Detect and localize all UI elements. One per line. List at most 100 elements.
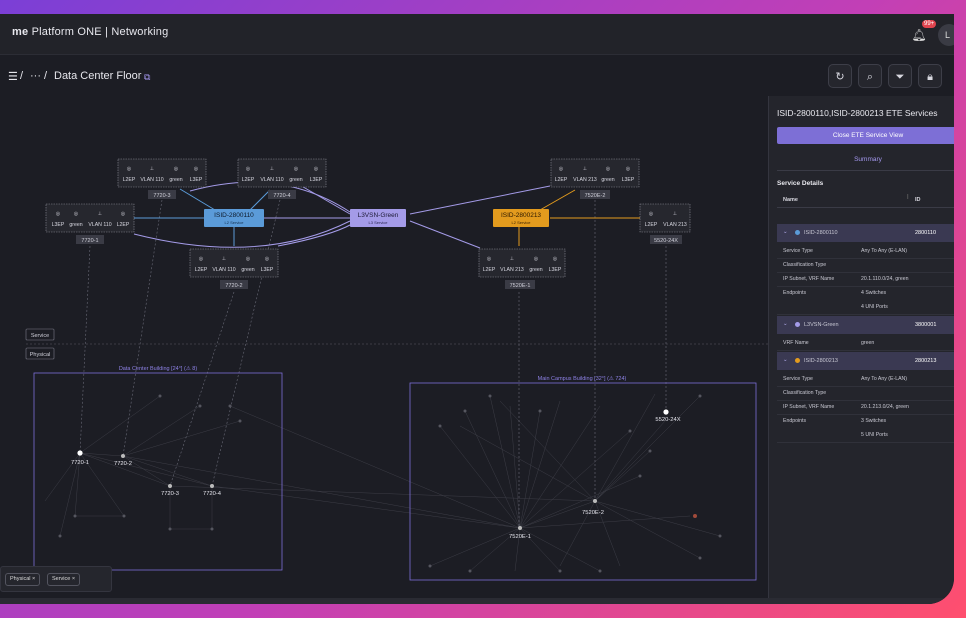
ete-services-panel: ISID-2800110,ISID-2800213 ETE Services C… [768, 96, 954, 604]
refresh-icon[interactable]: ↻ [828, 64, 852, 88]
tab-summary[interactable]: Summary [777, 150, 954, 171]
faint-node [488, 394, 492, 398]
service-node-isid-2800110[interactable] [204, 209, 264, 227]
endpoint-label: L2EP [242, 177, 255, 183]
switch-endpoint-group-5520-24x[interactable] [639, 203, 691, 233]
faint-node [198, 404, 202, 408]
endpoint-label: green [601, 177, 614, 183]
switch-endpoint-group-7520e-2[interactable] [550, 158, 640, 188]
faint-node [238, 419, 242, 423]
physical-layer-label: Physical [30, 352, 50, 358]
endpoint-icon: ⊥ [222, 256, 227, 262]
service-group-isid-2800110[interactable]: ⌄ ISID-2800110 2800110 [777, 224, 954, 242]
physical-node[interactable] [663, 409, 669, 415]
filter-icon[interactable]: ⏷ [888, 64, 912, 88]
physical-node[interactable] [121, 454, 125, 458]
filter-chip-service[interactable]: Service × [47, 573, 81, 586]
lock-icon[interactable]: 🔒︎ [918, 64, 942, 88]
search-icon[interactable]: ⌕ [858, 64, 882, 88]
endpoint-icon: ◎ [559, 166, 564, 172]
faint-node [228, 404, 232, 408]
endpoint-label: VLAN 110 [260, 177, 283, 183]
faint-node [698, 556, 702, 560]
service-color-dot [795, 358, 800, 363]
close-icon[interactable]: × [71, 576, 76, 582]
endpoint-label: green [69, 222, 82, 228]
switch-tag [220, 280, 248, 289]
switch-endpoint-group-7720-3[interactable] [117, 158, 207, 188]
physical-layer-tag[interactable] [25, 347, 55, 360]
switch-tag-label: 7720-1 [81, 238, 98, 244]
main-building-box[interactable] [409, 382, 757, 581]
filter-bar: Physical × Service × [0, 566, 112, 592]
physical-node-label: 7520E-1 [509, 534, 531, 540]
faint-node [463, 409, 467, 413]
close-ete-service-view-button[interactable]: Close ETE Service View [777, 127, 954, 144]
faint-node [468, 569, 472, 573]
endpoint-icon: ◎ [199, 256, 204, 262]
faint-node [122, 514, 126, 518]
faint-node [598, 569, 602, 573]
physical-node-label: 5520-24X [655, 417, 680, 423]
chevron-down-icon[interactable]: ⌄ [783, 321, 788, 327]
close-icon[interactable]: × [32, 576, 36, 582]
endpoint-label: L2EP [195, 267, 208, 273]
avatar[interactable]: L [938, 24, 954, 46]
endpoint-icon: ◎ [194, 166, 199, 172]
group-name: ISID-2800213 [804, 358, 838, 364]
endpoint-icon: ◎ [246, 256, 251, 262]
endpoint-label: L3EP [310, 177, 323, 183]
physical-node[interactable] [168, 484, 172, 488]
physical-node-label: 7720-2 [114, 461, 132, 467]
service-node-l3vsn-green[interactable] [350, 209, 406, 227]
physical-node-label: 7720-1 [71, 460, 89, 466]
switch-endpoint-group-7720-2[interactable] [189, 248, 279, 278]
horizontal-scrollbar[interactable] [0, 598, 954, 604]
switch-endpoint-group-7520e-1[interactable] [478, 248, 566, 278]
col-name: Name [783, 197, 798, 203]
menu-icon[interactable]: ☰ [8, 71, 18, 83]
service-group-isid-2800213[interactable]: ⌄ ISID-2800213 2800213 [777, 352, 954, 370]
breadcrumb: ☰ / ··· / Data Center Floor ⧉ [0, 54, 954, 96]
switch-tag-label: 7520E-2 [585, 193, 606, 199]
notification-badge: 99+ [922, 20, 937, 28]
faint-node [698, 394, 702, 398]
filter-chip-physical[interactable]: Physical × [5, 573, 41, 586]
physical-node[interactable] [593, 499, 597, 503]
endpoint-label: L3EP [190, 177, 203, 183]
physical-node-label: 7520E-2 [582, 510, 604, 516]
alarm-node [693, 514, 697, 518]
detail-row: Classification Type [777, 258, 954, 273]
switch-tag-label: 7520E-1 [510, 283, 531, 289]
switch-tag [148, 190, 176, 199]
col-id: ID [915, 197, 921, 203]
endpoint-label: L3EP [261, 267, 274, 273]
chevron-down-icon[interactable]: ⌄ [783, 229, 788, 235]
group-id: 2800213 [915, 358, 937, 364]
endpoint-icon: ◎ [626, 166, 631, 172]
faint-node [438, 424, 442, 428]
physical-node[interactable] [518, 526, 522, 530]
table-header: Name | ID [777, 193, 954, 208]
service-layer-tag[interactable] [25, 328, 55, 341]
bell-icon[interactable]: 🔔︎ [911, 28, 927, 42]
chevron-down-icon[interactable]: ⌄ [783, 357, 788, 363]
breadcrumb-ellipsis[interactable]: ··· [30, 70, 41, 82]
service-type: L2 Service [225, 220, 245, 225]
dc-building-box[interactable] [33, 372, 283, 571]
group-name: L3VSN-Green [804, 322, 839, 328]
switch-endpoint-group-7720-4[interactable] [237, 158, 327, 188]
topology-canvas[interactable]: Service Physical Data Center Building [2… [0, 96, 770, 604]
physical-node[interactable] [77, 450, 83, 456]
endpoint-icon: ◎ [314, 166, 319, 172]
physical-node[interactable] [210, 484, 214, 488]
endpoint-icon: ◎ [56, 211, 61, 217]
endpoint-label: VLAN 110 [212, 267, 235, 273]
service-node-isid-2800213[interactable] [493, 209, 549, 227]
switch-endpoint-group-7720-1[interactable] [45, 203, 135, 233]
copy-icon[interactable]: ⧉ [144, 72, 151, 82]
service-group-l3vsn-green[interactable]: ⌄ L3VSN-Green 3800001 [777, 316, 954, 334]
endpoint-label: L2EP [645, 222, 658, 228]
